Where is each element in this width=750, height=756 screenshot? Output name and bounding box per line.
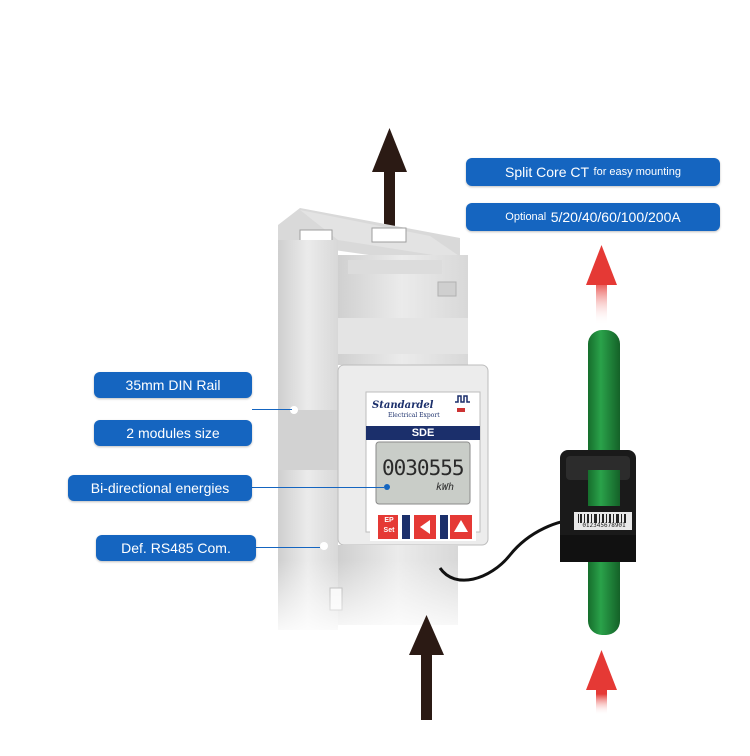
lcd-unit: kWh: [436, 482, 455, 493]
ct-serial: 012345678901: [582, 522, 626, 529]
label-optional-ct: Optional 5/20/40/60/100/200A: [466, 203, 720, 231]
lcd-display: [375, 441, 471, 505]
red-arrow-bottom: [586, 650, 617, 715]
left-arrow-icon: [420, 520, 430, 534]
label-rs485: Def. RS485 Com.: [96, 535, 256, 561]
brand-logo: Standardel: [372, 400, 434, 411]
ep-label: EP: [384, 517, 394, 524]
connector-dot: [384, 484, 390, 490]
model-name: SDE: [411, 427, 435, 439]
connector-din: [252, 409, 292, 410]
split-core-sub: for easy mounting: [593, 166, 681, 178]
red-arrow-top: [586, 245, 617, 325]
lcd-reading: 0030555: [382, 456, 465, 480]
label-modules: 2 modules size: [94, 420, 252, 446]
label-split-core: Split Core CT for easy mounting: [466, 158, 720, 186]
label-bidirectional: Bi-directional energies: [68, 475, 252, 501]
optional-prefix: Optional: [505, 211, 547, 223]
label-din-rail: 35mm DIN Rail: [94, 372, 252, 398]
connector-rs485: [256, 547, 320, 548]
pulse-icon: [455, 395, 470, 403]
optional-values: 5/20/40/60/100/200A: [550, 209, 681, 225]
brand-subtitle: Electrical Export: [388, 412, 440, 419]
ep-set-label: EP Set: [379, 516, 399, 536]
set-label: Set: [383, 527, 395, 534]
ct-lead-cable: [438, 518, 576, 582]
connector-bidirectional: [252, 487, 384, 488]
ep-set-button: [378, 515, 398, 539]
arrow-out-top: [372, 128, 407, 230]
arrow-in-bottom: [409, 615, 444, 720]
split-core-ct: [560, 450, 636, 562]
din-meter: [270, 208, 489, 640]
up-arrow-icon: [454, 520, 468, 532]
split-core-main: Split Core CT: [505, 164, 590, 180]
